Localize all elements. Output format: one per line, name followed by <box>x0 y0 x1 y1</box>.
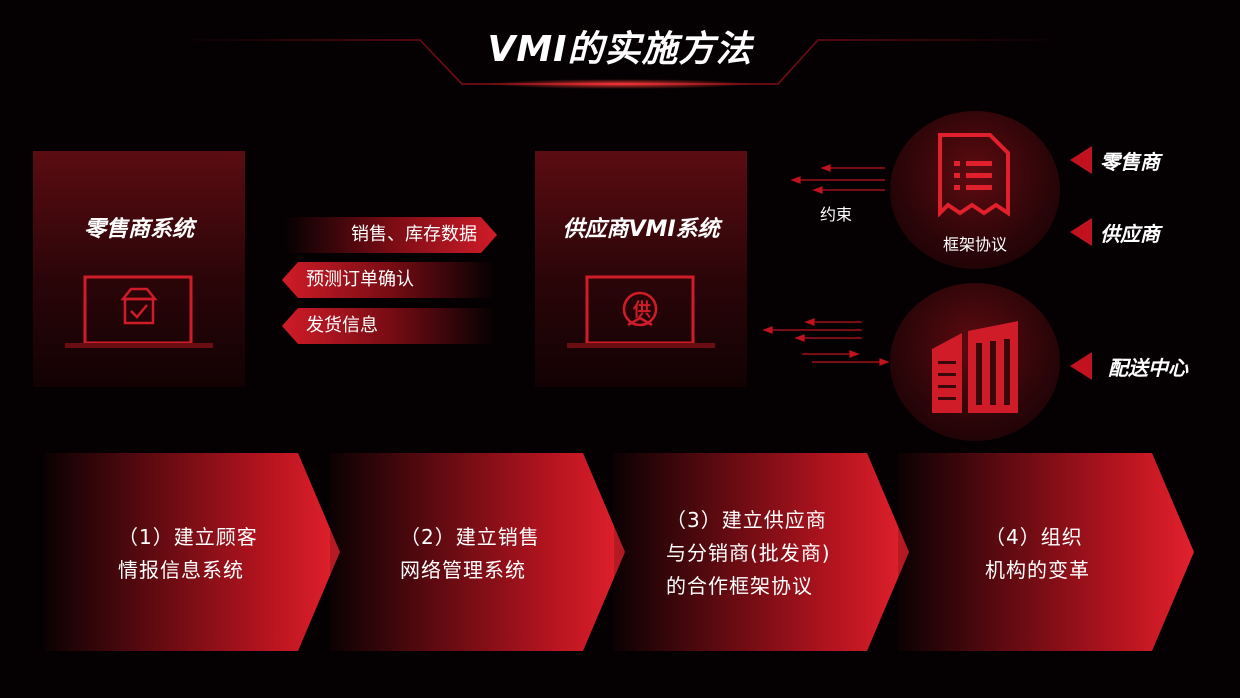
step-line: 的合作框架协议 <box>666 574 813 598</box>
step-line: 网络管理系统 <box>400 558 526 582</box>
framework-circle: 框架协议 <box>890 111 1060 269</box>
retailer-system-title: 零售商系统 <box>83 217 194 242</box>
flow-label: 销售、库存数据 <box>351 224 477 245</box>
constraint-arrows <box>790 164 885 194</box>
step-3-text: （3）建立供应商 与分销商(批发商) 的合作框架协议 <box>666 504 831 603</box>
document-icon <box>938 133 1010 217</box>
supply-laptop-icon <box>567 275 715 348</box>
step-2-text: （2）建立销售 网络管理系统 <box>400 521 540 587</box>
party-supplier: 供应商 <box>1100 222 1160 246</box>
constraint-label: 约束 <box>820 205 853 224</box>
party-distribution-center: 配送中心 <box>1108 356 1188 380</box>
party-marker <box>1070 218 1092 246</box>
party-retailer: 零售商 <box>1100 150 1160 174</box>
party-marker <box>1070 352 1092 380</box>
framework-label: 框架协议 <box>942 235 1007 254</box>
building-icon <box>932 321 1018 413</box>
step-4 <box>898 453 1194 651</box>
title-frame <box>180 39 1060 89</box>
flow-shipping-info: 发货信息 <box>282 308 494 344</box>
flow-forecast-order: 预测订单确认 <box>282 262 494 298</box>
flow-label: 发货信息 <box>306 315 378 336</box>
step-line: 与分销商(批发商) <box>666 541 831 565</box>
retailer-system-panel: 零售商系统 <box>33 151 245 387</box>
step-line: （2）建立销售 <box>400 525 540 549</box>
party-marker <box>1070 146 1092 174</box>
supplier-badge: 供 <box>633 300 651 321</box>
step-line: （3）建立供应商 <box>666 508 827 532</box>
distribution-arrows <box>762 318 890 366</box>
step-line: 情报信息系统 <box>118 558 244 582</box>
step-1-text: （1）建立顾客 情报信息系统 <box>118 521 258 587</box>
step-line: （4）组织 <box>985 525 1083 549</box>
step-1 <box>45 453 340 651</box>
page-title: VMI的实施方法 <box>487 29 753 70</box>
supplier-system-panel: 供应商VMI系统 供 <box>535 151 747 387</box>
flow-sales-inventory: 销售、库存数据 <box>285 217 497 253</box>
distribution-circle <box>890 283 1060 441</box>
step-2 <box>330 453 625 651</box>
step-4-text: （4）组织 机构的变革 <box>985 521 1090 587</box>
flow-label: 预测订单确认 <box>306 269 414 290</box>
step-3 <box>614 453 909 651</box>
supplier-system-title: 供应商VMI系统 <box>562 217 720 242</box>
shop-laptop-icon <box>65 275 213 348</box>
step-line: （1）建立顾客 <box>118 525 258 549</box>
step-line: 机构的变革 <box>985 558 1090 582</box>
